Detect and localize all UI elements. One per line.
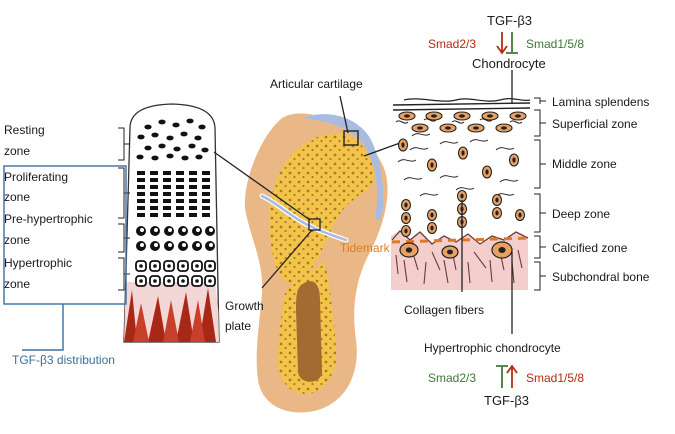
hypertrophic-zone-label-1: Hypertrophic <box>4 256 73 270</box>
growth-plate-label-1: Growth <box>225 299 264 313</box>
top-tgf-label: TGF-β3 <box>487 13 533 28</box>
growth-plate-label-2: plate <box>225 319 252 333</box>
top-smad158-label: Smad1/5/8 <box>526 37 585 51</box>
prehypertrophic-zone-label-1: Pre-hypertrophic <box>4 212 93 226</box>
superficial-chondrocytes <box>398 111 527 133</box>
prehypertrophic-zone-label-2: zone <box>4 233 31 247</box>
subchondral-bone-label: Subchondral bone <box>552 270 650 284</box>
bottom-smad158-label: Smad1/5/8 <box>526 371 585 385</box>
resting-zone-label-2: zone <box>4 144 31 158</box>
zone-brackets <box>118 127 130 291</box>
proliferating-zone-label-1: Proliferating <box>4 170 69 184</box>
proliferating-zone-label-2: zone <box>4 190 31 204</box>
collagen-fibers-label: Collagen fibers <box>404 303 485 317</box>
growth-plate-magnification <box>123 103 220 343</box>
middle-zone-label: Middle zone <box>552 157 617 171</box>
tgf-distribution-box <box>3 165 127 351</box>
proliferating-cells <box>137 171 210 217</box>
top-smad23-label: Smad2/3 <box>428 37 477 51</box>
pointer-lines <box>461 70 513 334</box>
resting-cells <box>136 118 209 161</box>
hypertrophic-chondrocytes-detail <box>399 241 513 259</box>
cartilage-zone-brackets <box>534 97 546 291</box>
bottom-signaling-arrows <box>496 364 518 388</box>
connector-lines <box>213 95 401 289</box>
superficial-zone-label: Superficial zone <box>552 117 638 131</box>
bottom-tgf-label: TGF-β3 <box>484 393 530 408</box>
calcified-zone-label: Calcified zone <box>552 241 628 255</box>
top-chondrocyte-label: Chondrocyte <box>472 56 546 71</box>
bottom-smad23-label: Smad2/3 <box>428 371 477 385</box>
hypertrophic-chondrocyte-label: Hypertrophic chondrocyte <box>424 341 561 355</box>
top-signaling-arrows <box>496 32 518 55</box>
lamina-splendens-label: Lamina splendens <box>552 95 650 109</box>
hypertrophic-cells <box>135 260 216 287</box>
deep-zone-label: Deep zone <box>552 207 611 221</box>
long-bone <box>244 113 388 413</box>
resting-zone-label-1: Resting <box>4 123 45 137</box>
articular-cartilage-label: Articular cartilage <box>270 77 363 91</box>
prehypertrophic-cells <box>136 226 215 251</box>
deep-chondrocytes <box>400 189 526 238</box>
hypertrophic-zone-label-2: zone <box>4 277 31 291</box>
tgf-distribution-label: TGF-β3 distribution <box>12 353 115 367</box>
tidemark-label: Tidemark <box>340 241 390 255</box>
middle-chondrocytes <box>397 138 520 179</box>
cartilage-detail <box>391 97 531 290</box>
